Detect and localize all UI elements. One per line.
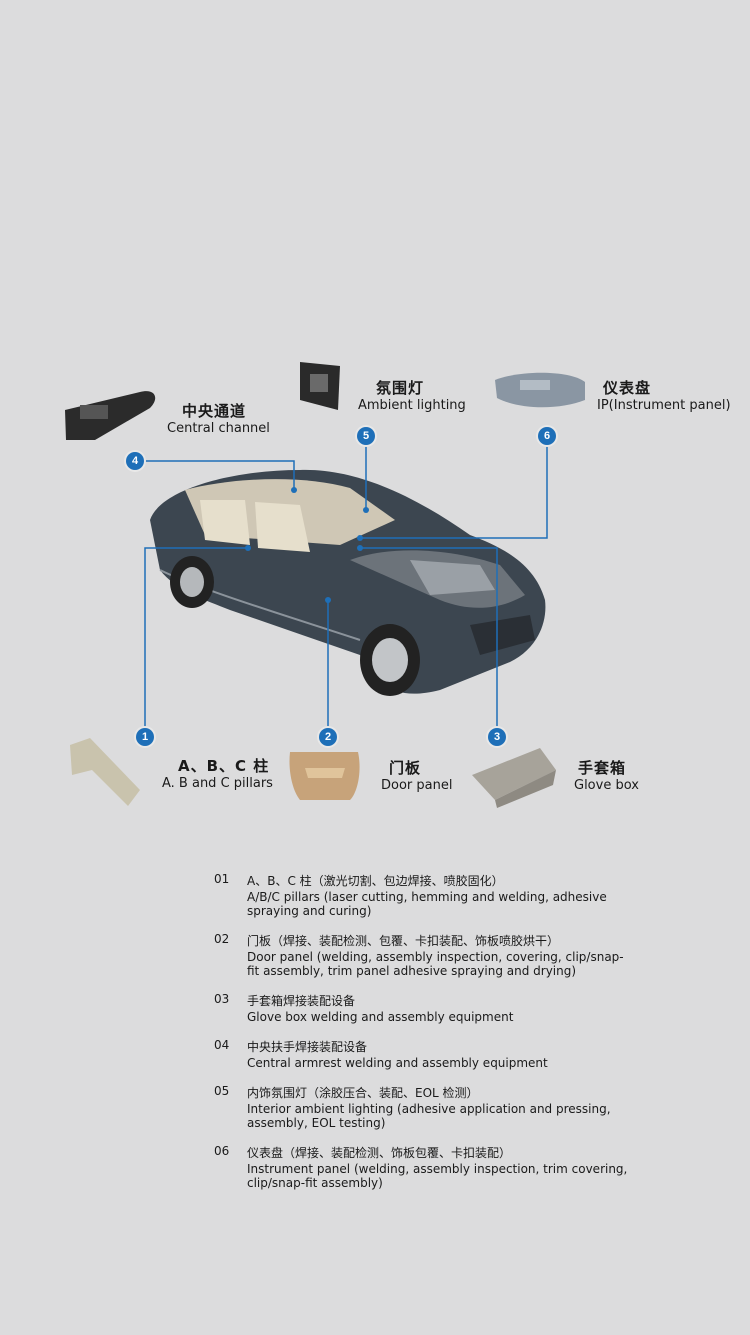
list-item-index: 06: [214, 1144, 230, 1158]
list-item-title-en: A/B/C pillars (laser cutting, hemming an…: [247, 890, 607, 918]
list-item-title-en: Interior ambient lighting (adhesive appl…: [247, 1102, 611, 1130]
callout-1-title-zh: A、B、C 柱: [178, 757, 270, 775]
callout-6-title-zh: 仪表盘: [603, 379, 652, 397]
process-list: 01 A、B、C 柱（激光切割、包边焊接、喷胶固化） A/B/C pillars…: [214, 872, 634, 1204]
list-item-index: 03: [214, 992, 230, 1006]
list-item-title-en: Glove box welding and assembly equipment: [247, 1010, 514, 1024]
list-item: 03 手套箱焊接装配设备 Glove box welding and assem…: [214, 992, 634, 1024]
list-item-index: 05: [214, 1084, 230, 1098]
door-panel-part-image: [289, 752, 360, 800]
callout-2-title-en: Door panel: [381, 778, 453, 793]
callout-badge-4: 4: [126, 452, 144, 470]
list-item: 06 仪表盘（焊接、装配检测、饰板包覆、卡扣装配） Instrument pan…: [214, 1144, 634, 1190]
list-item-title-zh: 中央扶手焊接装配设备: [247, 1040, 368, 1054]
callout-badge-1: 1: [136, 728, 154, 746]
list-item-title-en: Door panel (welding, assembly inspection…: [247, 950, 624, 978]
callout-3-title-zh: 手套箱: [578, 759, 627, 777]
callout-label-3: 手套箱 Glove box: [574, 757, 639, 793]
central-channel-part-image: [65, 391, 156, 440]
callout-label-4: 中央通道 Central channel: [167, 400, 270, 436]
connector-lines: [144, 446, 548, 728]
list-item-title-zh: 门板（焊接、装配检测、包覆、卡扣装配、饰板喷胶烘干）: [247, 934, 560, 948]
pillar-part-image: [70, 738, 140, 806]
callout-label-6: 仪表盘 IP(Instrument panel): [597, 377, 731, 413]
callout-1-title-en: A. B and C pillars: [162, 776, 273, 791]
callout-badge-2: 2: [319, 728, 337, 746]
callout-6-title-en: IP(Instrument panel): [597, 398, 731, 413]
list-item-title-zh: 手套箱焊接装配设备: [247, 994, 356, 1008]
list-item-index: 04: [214, 1038, 230, 1052]
glove-box-part-image: [472, 748, 556, 808]
callout-2-title-zh: 门板: [389, 759, 422, 777]
list-item-title-zh: 内饰氛围灯（涂胶压合、装配、EOL 检测）: [247, 1086, 479, 1100]
list-item-index: 02: [214, 932, 230, 946]
car-illustration: [150, 469, 546, 696]
callout-label-2: 门板 Door panel: [381, 757, 452, 793]
list-item: 04 中央扶手焊接装配设备 Central armrest welding an…: [214, 1038, 634, 1070]
list-item-title-en: Central armrest welding and assembly equ…: [247, 1056, 548, 1070]
list-item-title-zh: A、B、C 柱（激光切割、包边焊接、喷胶固化）: [247, 874, 504, 888]
instrument-panel-part-image: [495, 372, 585, 408]
callout-label-5: 氛围灯 Ambient lighting: [358, 377, 466, 413]
callout-4-title-en: Central channel: [167, 421, 270, 436]
callout-5-title-en: Ambient lighting: [358, 398, 466, 413]
list-item: 05 内饰氛围灯（涂胶压合、装配、EOL 检测） Interior ambien…: [214, 1084, 634, 1130]
callout-label-1: A、B、C 柱 A. B and C pillars: [162, 755, 273, 791]
list-item-title-en: Instrument panel (welding, assembly insp…: [247, 1162, 628, 1190]
callout-4-title-zh: 中央通道: [182, 402, 247, 420]
callout-badge-5: 5: [357, 427, 375, 445]
list-item-index: 01: [214, 872, 230, 886]
callout-3-title-en: Glove box: [574, 778, 639, 793]
list-item-title-zh: 仪表盘（焊接、装配检测、饰板包覆、卡扣装配）: [247, 1146, 512, 1160]
callout-badge-3: 3: [488, 728, 506, 746]
list-item: 01 A、B、C 柱（激光切割、包边焊接、喷胶固化） A/B/C pillars…: [214, 872, 634, 918]
callout-badge-6: 6: [538, 427, 556, 445]
list-item: 02 门板（焊接、装配检测、包覆、卡扣装配、饰板喷胶烘干） Door panel…: [214, 932, 634, 978]
ambient-lighting-part-image: [300, 362, 340, 410]
callout-5-title-zh: 氛围灯: [376, 379, 425, 397]
